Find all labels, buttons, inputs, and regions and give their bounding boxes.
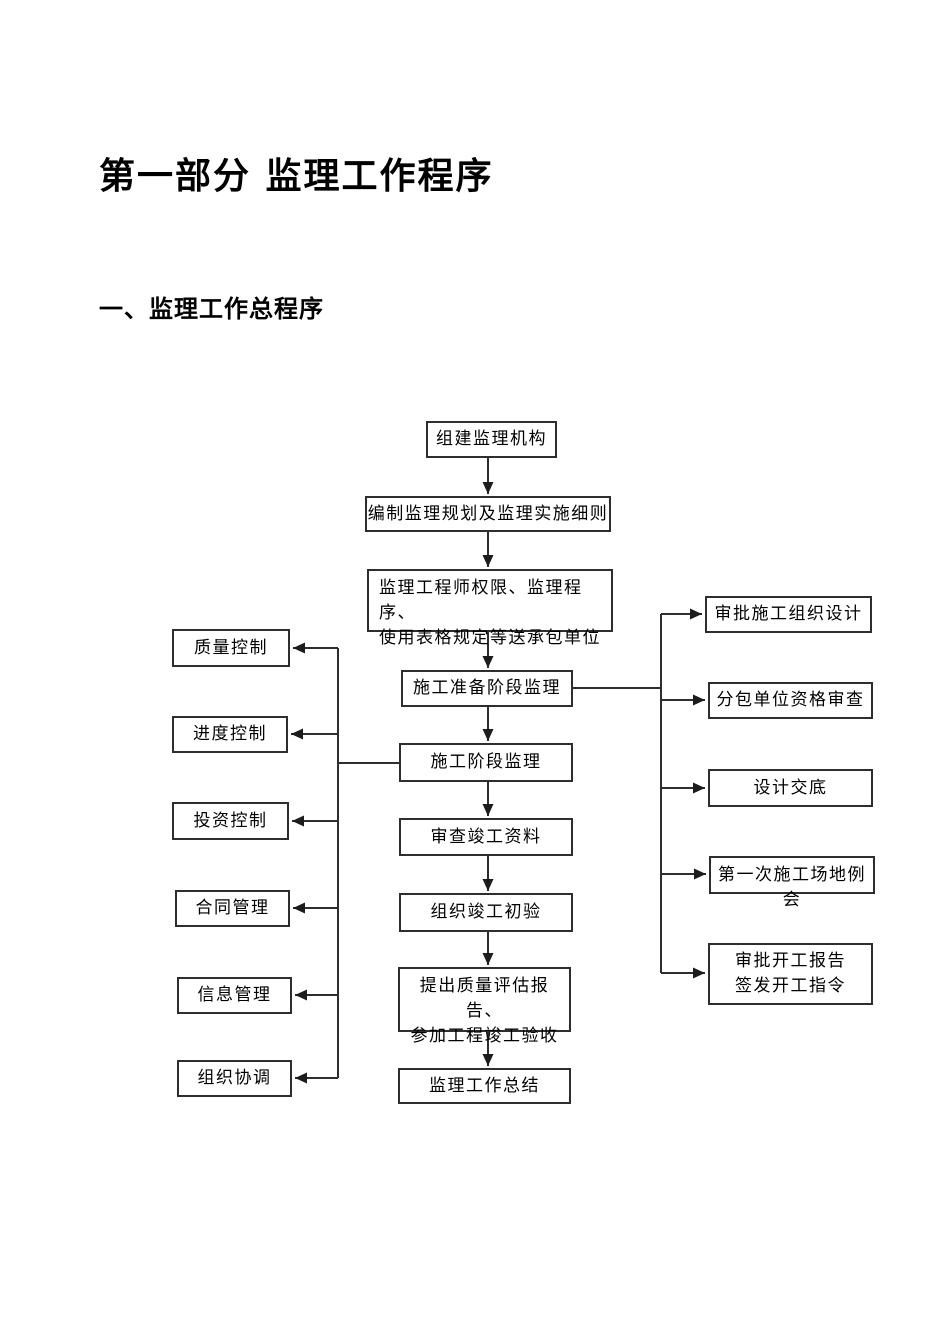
- flow-box-contract-management: 合同管理: [175, 890, 290, 927]
- flow-box-quality-control: 质量控制: [172, 629, 290, 667]
- flow-box-establish-org: 组建监理机构: [426, 421, 557, 458]
- flow-box-review-completion-docs: 审查竣工资料: [399, 818, 573, 856]
- flow-box-organize-initial-acceptance: 组织竣工初验: [399, 893, 573, 932]
- flow-box-construction-stage-supervision: 施工阶段监理: [399, 743, 573, 782]
- flow-box-subcontractor-qualification-review: 分包单位资格审查: [708, 682, 873, 719]
- flow-box-information-management: 信息管理: [177, 977, 292, 1014]
- flow-box-approve-start-report: 审批开工报告 签发开工指令: [708, 943, 873, 1005]
- section-heading: 一、监理工作总程序: [99, 295, 324, 323]
- flow-box-prep-stage-supervision: 施工准备阶段监理: [401, 670, 573, 707]
- flow-box-investment-control: 投资控制: [172, 802, 289, 840]
- flow-box-quality-assessment-report: 提出质量评估报 告、 参加工程竣工验收: [398, 967, 571, 1046]
- flow-box-compile-plan: 编制监理规划及监理实施细则: [365, 496, 611, 532]
- flow-box-organization-coordination: 组织协调: [177, 1060, 292, 1097]
- flow-box-approve-construction-org-design: 审批施工组织设计: [705, 596, 872, 633]
- flow-box-supervision-summary: 监理工作总结: [398, 1068, 571, 1104]
- flow-box-progress-control: 进度控制: [172, 716, 288, 753]
- flow-box-first-site-meeting: 第一次施工场地例 会: [709, 856, 875, 910]
- flow-box-design-disclosure: 设计交底: [708, 769, 873, 807]
- page-title: 第一部分 监理工作程序: [99, 156, 494, 197]
- flow-box-engineer-authority: 监理工程师权限、监理程序、 使用表格规定等送承包单位: [367, 569, 613, 648]
